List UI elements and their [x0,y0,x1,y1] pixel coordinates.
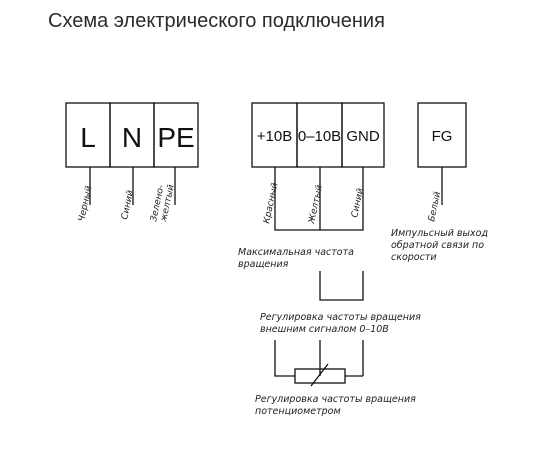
terminal-fg-label: FG [432,128,453,145]
terminal-pe-label: PE [157,122,194,153]
page-title: Схема электрического подключения [48,10,385,32]
note-ext-signal-line-2: внешним сигналом 0–10В [260,324,389,335]
potentiometer-wiper [310,363,329,387]
max-speed-bridge [319,271,364,301]
pot-lead-left [274,340,295,377]
note-ext-signal-line-1: Регулировка частоты вращения [260,312,421,323]
wire-label-red: Красный [262,182,280,225]
wire-label-blue-control: Синий [350,187,366,218]
note-max-speed-line-2: вращения [238,259,289,270]
terminal-10v-label: +10В [257,128,292,145]
control-bracket [274,222,364,231]
wire-label-blue-power: Синий [120,189,136,220]
note-pot-line-2: потенциометром [255,406,341,417]
note-max-speed-line-1: Максимальная частота [238,247,354,258]
note-pulse-line-2: обратной связи по [391,240,484,251]
wire-label-white: Белый [427,191,443,223]
wire-label-black: Черный [77,185,94,223]
note-pulse-line-1: Импульсный выход [391,228,488,239]
terminal-gnd-label: GND [346,128,380,145]
potentiometer [294,368,346,384]
wire-label-yellow: Желтый [307,184,325,226]
note-pulse-line-3: скорости [391,252,437,263]
terminal-l-label: L [80,122,96,153]
terminal-n-label: N [122,122,142,153]
note-pot-line-1: Регулировка частоты вращения [255,394,416,405]
terminal-0-10v-label: 0–10В [298,128,341,145]
terminal-pe-box [153,102,199,168]
